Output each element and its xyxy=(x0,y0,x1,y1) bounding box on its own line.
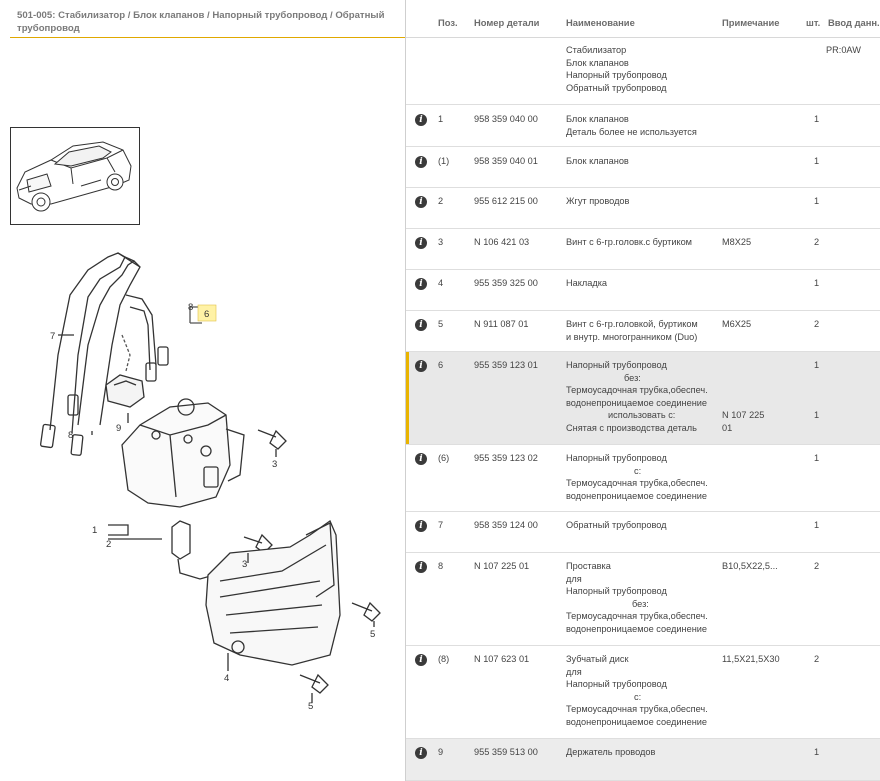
pr-code: PR:0AW xyxy=(826,45,861,55)
col-name[interactable]: Наименование xyxy=(566,17,635,28)
exploded-parts-diagram: 7 8 9 3 8 6 1 2 3 4 5 5 xyxy=(30,235,400,715)
table-row[interactable]: i 4 955 359 325 00 Накладка 1 xyxy=(406,270,880,311)
info-icon[interactable]: i xyxy=(415,747,427,759)
info-icon[interactable]: i xyxy=(415,114,427,126)
table-row[interactable]: i 3 N 106 421 03 Винт с 6-гр.головк.с бу… xyxy=(406,229,880,270)
info-icon[interactable]: i xyxy=(415,654,427,666)
callout-3-lower[interactable]: 3 xyxy=(242,559,247,570)
group-header-row: Стабилизатор Блок клапанов Напорный труб… xyxy=(406,38,880,105)
assembly-title: 501-005: Стабилизатор / Блок клапанов / … xyxy=(17,10,385,34)
table-row[interactable]: i 5 N 911 087 01 Винт с 6-гр.головкой, б… xyxy=(406,311,880,352)
table-row[interactable]: i (6) 955 359 123 02 Напорный трубопрово… xyxy=(406,445,880,512)
table-row[interactable]: i 8 N 107 225 01 Проставка для Напорный … xyxy=(406,553,880,646)
col-intro[interactable]: Ввод данн. xyxy=(828,17,880,28)
table-row[interactable]: i 9 955 359 513 00 Держатель проводов 1 xyxy=(406,739,880,781)
callout-5-right[interactable]: 5 xyxy=(370,629,375,640)
info-icon[interactable]: i xyxy=(415,156,427,168)
group-line: Стабилизатор xyxy=(566,45,627,55)
callout-5-bottom[interactable]: 5 xyxy=(308,701,313,712)
table-row[interactable]: i 1 958 359 040 00 Блок клапанов Деталь … xyxy=(406,105,880,147)
vehicle-thumbnail[interactable] xyxy=(10,127,140,225)
col-pos[interactable]: Поз. xyxy=(438,17,458,28)
title-underline xyxy=(10,37,405,38)
info-icon[interactable]: i xyxy=(415,561,427,573)
table-row[interactable]: i (8) N 107 623 01 Зубчатый диск для Нап… xyxy=(406,646,880,739)
callout-6[interactable]: 6 xyxy=(204,309,209,320)
col-qty[interactable]: шт. xyxy=(806,17,821,28)
info-icon[interactable]: i xyxy=(415,237,427,249)
info-icon[interactable]: i xyxy=(415,319,427,331)
info-icon[interactable]: i xyxy=(415,453,427,465)
suv-car-icon xyxy=(16,141,132,212)
group-line: Обратный трубопровод xyxy=(566,82,667,93)
table-header: Поз. Номер детали Наименование Примечани… xyxy=(406,0,880,38)
callout-8-lower[interactable]: 8 xyxy=(68,430,73,441)
info-icon[interactable]: i xyxy=(415,360,427,372)
callout-3-upper[interactable]: 3 xyxy=(272,459,277,470)
parts-table: Поз. Номер детали Наименование Примечани… xyxy=(406,0,880,781)
panel-divider[interactable] xyxy=(405,0,406,781)
info-icon[interactable]: i xyxy=(415,278,427,290)
callout-4[interactable]: 4 xyxy=(224,673,229,684)
table-row[interactable]: i 2 955 612 215 00 Жгут проводов 1 xyxy=(406,188,880,229)
callout-2[interactable]: 2 xyxy=(106,539,111,550)
col-part-number[interactable]: Номер детали xyxy=(474,17,540,28)
info-icon[interactable]: i xyxy=(415,520,427,532)
callout-9[interactable]: 9 xyxy=(116,423,121,434)
table-row[interactable]: i 7 958 359 124 00 Обратный трубопровод … xyxy=(406,512,880,553)
callout-7[interactable]: 7 xyxy=(50,331,55,342)
callout-1[interactable]: 1 xyxy=(92,525,97,536)
callout-8-upper[interactable]: 8 xyxy=(188,302,193,313)
group-line: Напорный трубопровод xyxy=(566,70,667,81)
info-icon[interactable]: i xyxy=(415,196,427,208)
col-note[interactable]: Примечание xyxy=(722,17,780,28)
illustration-panel: 501-005: Стабилизатор / Блок клапанов / … xyxy=(0,0,405,781)
group-line: Блок клапанов xyxy=(566,57,629,68)
table-row-selected[interactable]: i 6 955 359 123 01 Напорный трубопровод … xyxy=(406,352,880,445)
table-row[interactable]: i (1) 958 359 040 01 Блок клапанов 1 xyxy=(406,147,880,188)
